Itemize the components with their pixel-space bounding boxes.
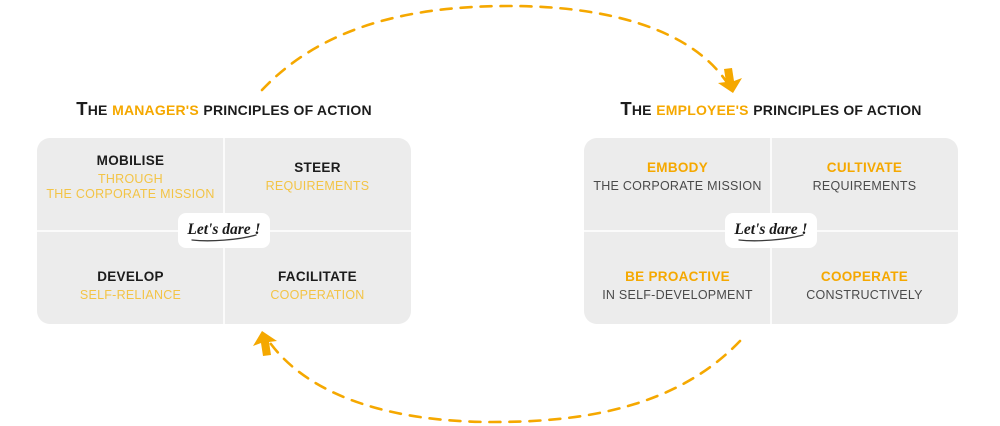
arrow-bottom-path: [266, 338, 742, 424]
quadrant-heading: COOPERATE: [820, 269, 909, 284]
lets-dare-badge-left: Let's dare !: [178, 213, 270, 248]
quadrant-subtext-line1: REQUIREMENTS: [812, 179, 917, 193]
quadrant-heading: FACILITATE: [278, 269, 357, 284]
quadrant-cultivate[interactable]: CULTIVATE REQUIREMENTS: [771, 138, 958, 231]
lets-dare-badge-right: Let's dare !: [725, 213, 817, 248]
quadrant-subtext-line1: COOPERATION: [270, 288, 365, 302]
quadrant-heading: CULTIVATE: [826, 160, 903, 175]
lets-dare-text: Let's dare !: [733, 221, 807, 238]
employee-panel-title: THE EMPLOYEE'S PRINCIPLES OF ACTION: [584, 99, 958, 119]
lets-dare-text: Let's dare !: [186, 221, 260, 238]
quadrant-be-proactive[interactable]: BE PROACTIVE IN SELF-DEVELOPMENT: [584, 231, 771, 324]
quadrant-facilitate[interactable]: FACILITATE COOPERATION: [224, 231, 411, 324]
title-lead-cap: T: [620, 98, 632, 119]
title-tail: PRINCIPLES OF ACTION: [753, 102, 922, 118]
title-highlight: EMPLOYEE'S: [656, 102, 749, 118]
title-lead-cap: T: [76, 98, 88, 119]
quadrant-subtext-line1: IN SELF-DEVELOPMENT: [602, 288, 753, 302]
quadrant-subtext-line1: CONSTRUCTIVELY: [806, 288, 923, 302]
lets-dare-script-icon: Let's dare !: [733, 221, 808, 241]
title-lead-rest: HE: [87, 102, 108, 118]
title-tail: PRINCIPLES OF ACTION: [203, 102, 372, 118]
arrow-top-path: [260, 4, 730, 92]
quadrant-subtext-line1: THROUGH: [98, 171, 163, 186]
quadrant-subtext-line1: REQUIREMENTS: [265, 179, 370, 193]
lets-dare-script-icon: Let's dare !: [186, 221, 261, 241]
title-lead-rest: HE: [631, 102, 652, 118]
arrow-top-head-icon: [718, 68, 742, 93]
quadrant-subtext-line2: THE CORPORATE MISSION: [46, 186, 215, 201]
manager-panel-title: THE MANAGER'S PRINCIPLES OF ACTION: [37, 99, 411, 119]
quadrant-develop[interactable]: DEVELOP SELF-RELIANCE: [37, 231, 224, 324]
quadrant-heading: DEVELOP: [97, 269, 164, 284]
quadrant-heading: MOBILISE: [96, 152, 165, 168]
quadrant-cooperate[interactable]: COOPERATE CONSTRUCTIVELY: [771, 231, 958, 324]
quadrant-steer[interactable]: STEER REQUIREMENTS: [224, 138, 411, 231]
quadrant-heading: STEER: [294, 160, 341, 175]
arrow-bottom-head-icon: [253, 331, 277, 356]
title-highlight: MANAGER'S: [112, 102, 199, 118]
quadrant-heading: BE PROACTIVE: [625, 269, 730, 284]
quadrant-embody[interactable]: EMBODY THE CORPORATE MISSION: [584, 138, 771, 231]
quadrant-mobilise[interactable]: MOBILISE THROUGH THE CORPORATE MISSION: [37, 138, 224, 231]
quadrant-heading: EMBODY: [646, 160, 709, 175]
quadrant-subtext-line1: THE CORPORATE MISSION: [593, 179, 762, 193]
quadrant-subtext-line1: SELF-RELIANCE: [79, 288, 182, 302]
